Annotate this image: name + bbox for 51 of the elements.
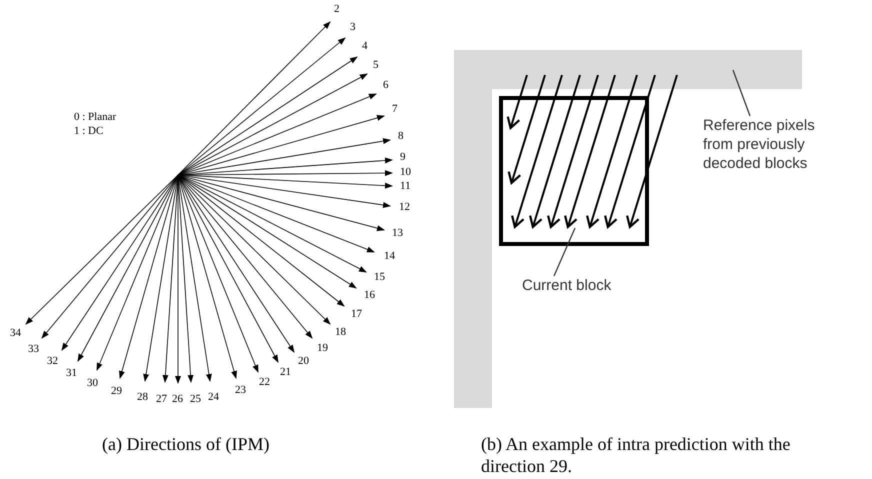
arrow: [604, 74, 656, 228]
arrow: [547, 74, 599, 228]
direction-number: 29: [111, 386, 122, 397]
direction-number: 26: [172, 394, 183, 405]
direction-number: 7: [392, 104, 398, 115]
direction-number: 5: [373, 60, 378, 71]
caption: (a) Directions of (IPM): [102, 433, 270, 455]
leader-line: [732, 70, 751, 116]
direction-number: 16: [364, 290, 375, 301]
direction-number: 31: [66, 368, 77, 379]
direction-number: 28: [137, 392, 148, 403]
arrow: [506, 74, 528, 130]
caption: (b) An example of intra prediction with the direction 29.: [481, 433, 792, 477]
callout-text: Reference pixels from previously decoded blocks: [703, 116, 831, 173]
arrow: [508, 74, 546, 184]
direction-number: 34: [10, 328, 21, 339]
direction-number: 13: [392, 228, 403, 239]
arrow: [626, 74, 678, 228]
direction-number: 30: [87, 378, 98, 389]
direction-number: 32: [47, 356, 58, 367]
direction-number: 21: [280, 367, 291, 378]
arrow: [511, 74, 563, 228]
direction-number: 15: [374, 272, 385, 283]
direction-number: 10: [400, 167, 411, 178]
direction-number: 27: [156, 394, 167, 405]
callout-text: Current block: [522, 276, 632, 295]
direction-number: 20: [298, 356, 309, 367]
direction-number: 23: [235, 385, 246, 396]
direction-number: 24: [208, 392, 219, 403]
direction-number: 33: [28, 344, 39, 355]
arrow: [586, 74, 638, 228]
direction-number: 9: [400, 152, 406, 163]
direction-number: 3: [350, 22, 356, 33]
direction-number: 2: [334, 4, 340, 15]
arrow: [564, 74, 616, 228]
current-block-square: [499, 96, 649, 246]
direction-number: 4: [362, 41, 368, 52]
leader-line: [553, 228, 576, 276]
direction-number: 8: [398, 131, 404, 142]
direction-number: 12: [399, 202, 410, 213]
direction-number: 22: [259, 377, 270, 388]
direction-number: 11: [400, 181, 411, 192]
direction-number: 18: [335, 327, 346, 338]
direction-number: 14: [384, 251, 395, 262]
mode-note: 1 : DC: [74, 126, 104, 137]
direction-number: 19: [317, 343, 328, 354]
direction-number: 17: [351, 309, 362, 320]
arrow: [529, 74, 581, 228]
direction-number: 25: [190, 394, 201, 405]
direction-number: 6: [383, 80, 388, 91]
mode-note: 0 : Planar: [74, 112, 116, 123]
